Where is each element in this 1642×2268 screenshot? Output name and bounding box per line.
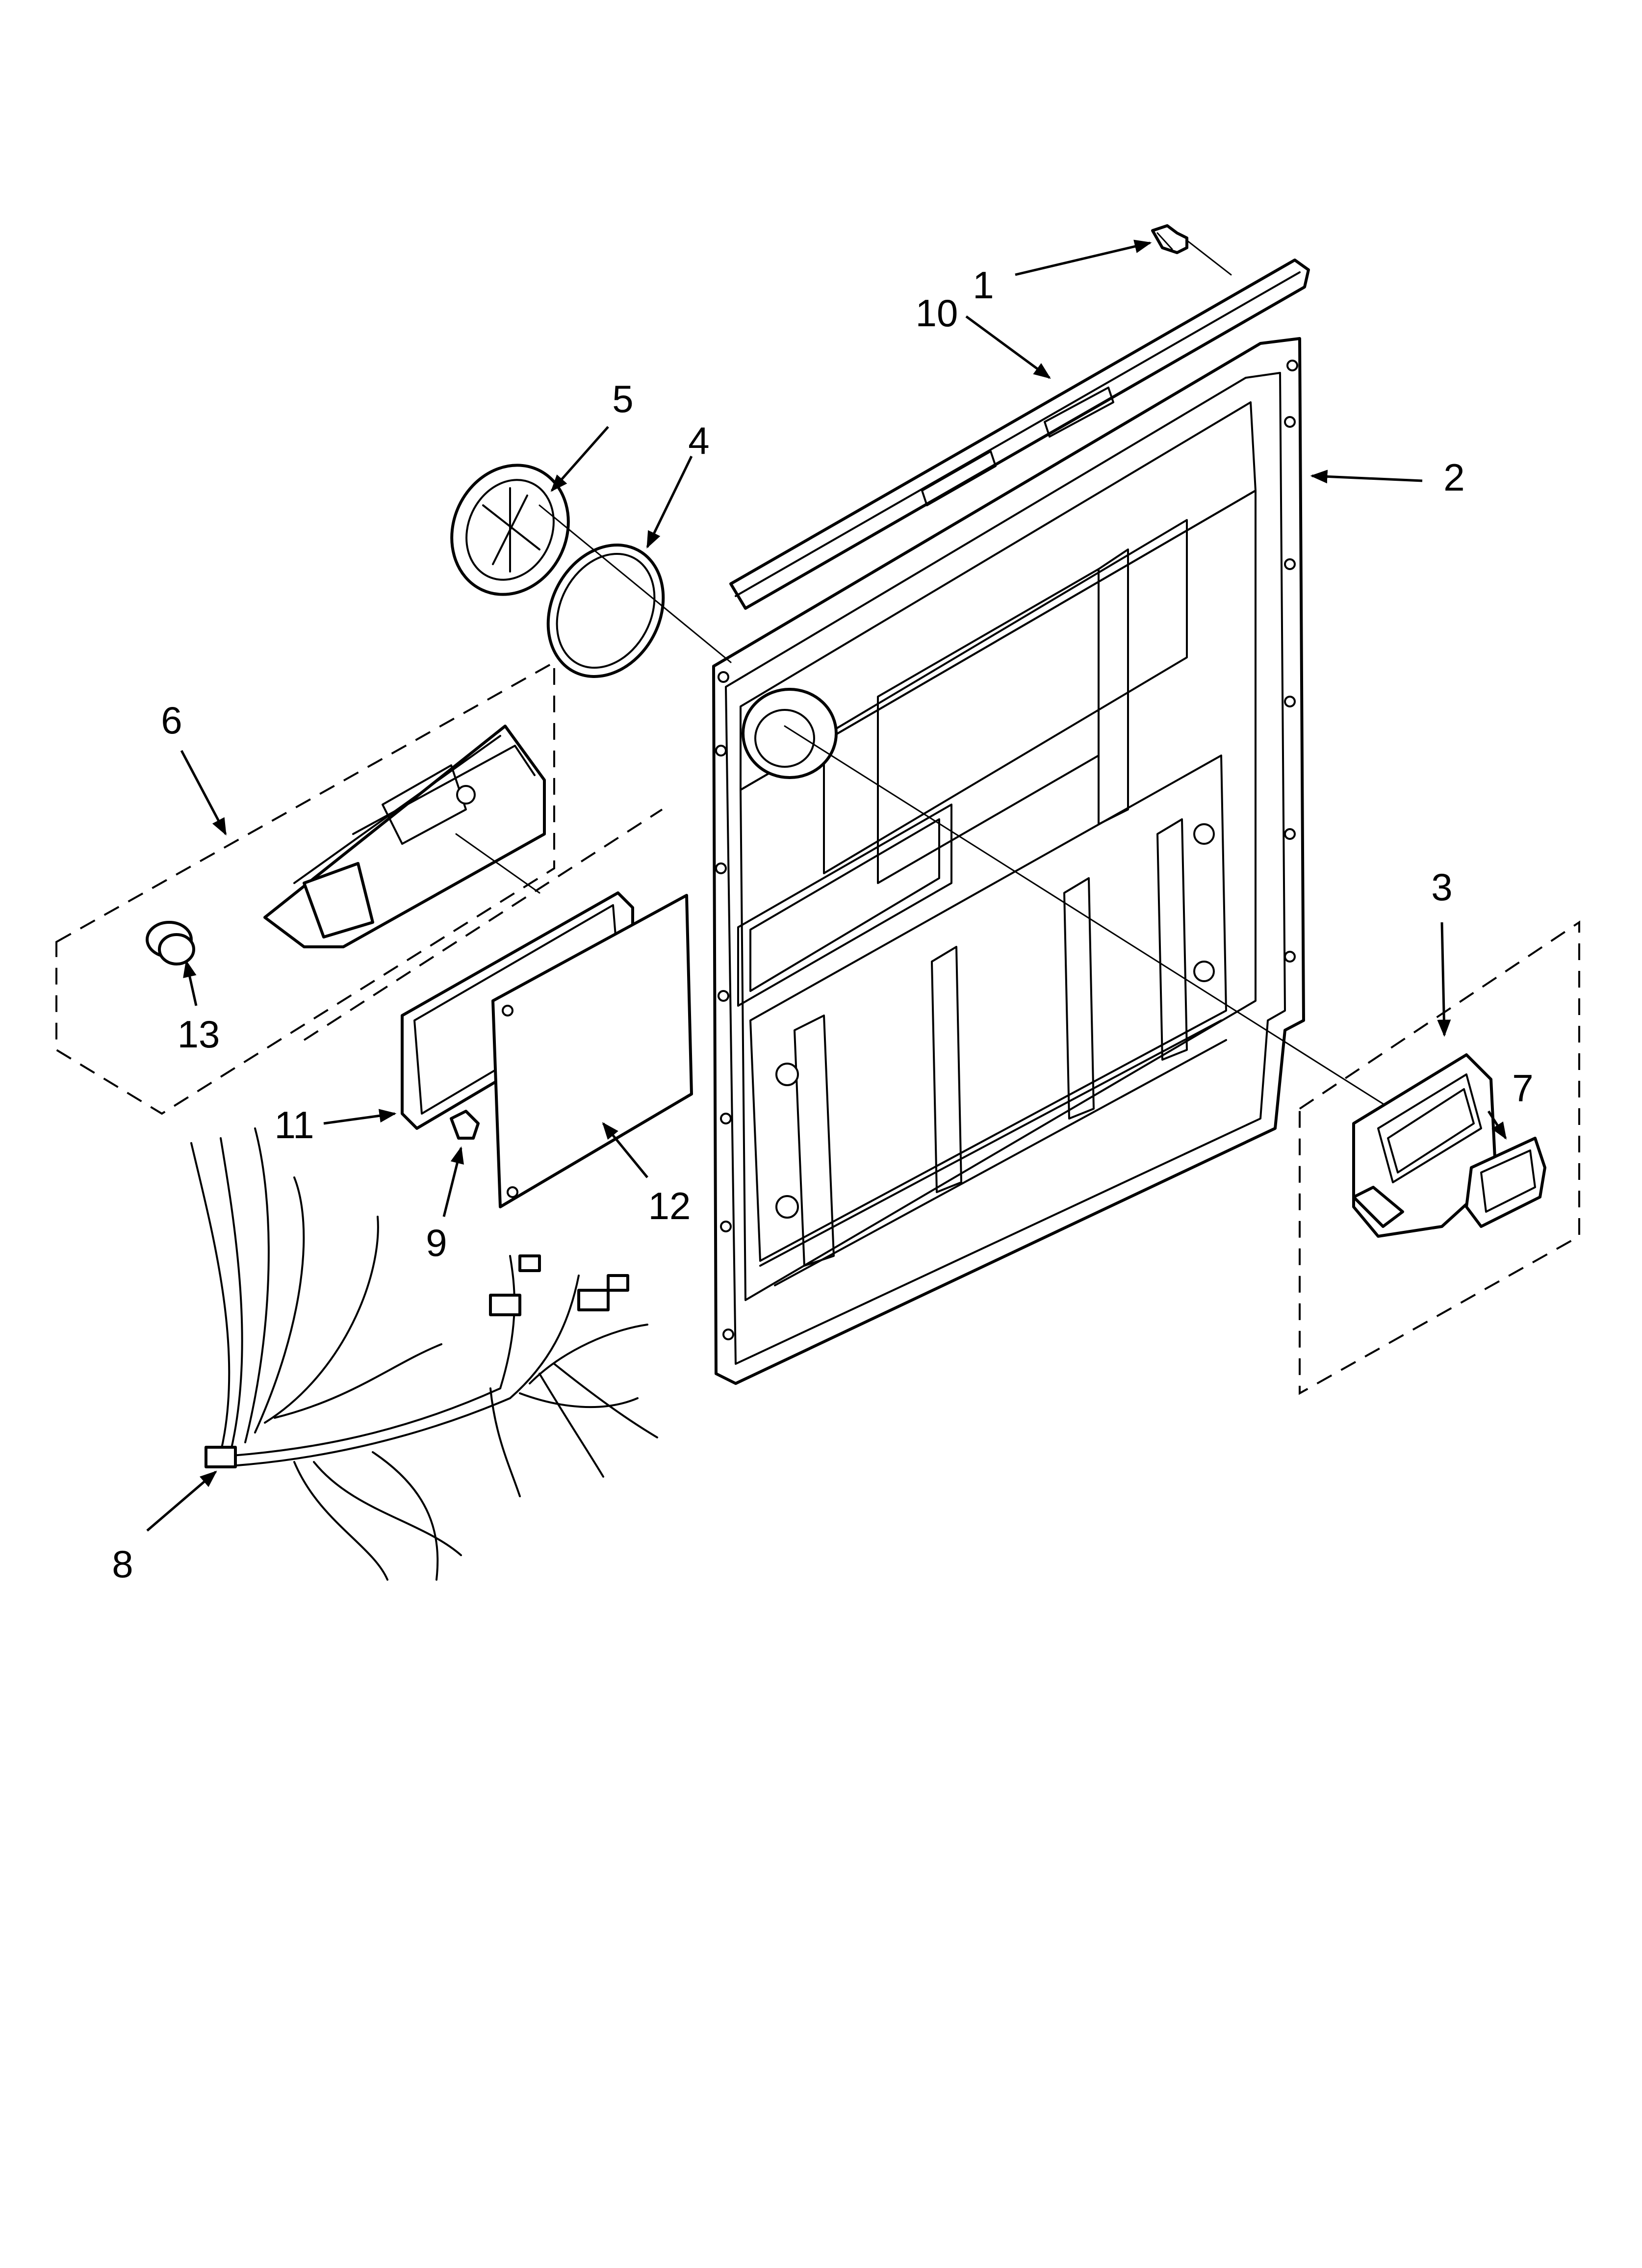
leader-9 [442,1146,464,1217]
callout-10: 10 [916,291,958,335]
fill-cap [146,921,195,965]
callout-8: 8 [112,1542,133,1586]
callout-2: 2 [1443,456,1464,499]
screw-part-1 [1151,224,1188,254]
leader-5 [550,426,609,492]
callout-5: 5 [612,377,633,420]
assembly-line-duct [784,725,1384,1105]
group-box-board [303,808,663,1041]
dispenser-assembly [263,725,546,948]
leader-12 [602,1122,648,1178]
group-box-6 [55,660,555,1115]
leader-3 [1437,922,1451,1037]
leader-7 [1487,1110,1507,1140]
leader-11 [323,1109,397,1125]
assembly-line-screw [1186,239,1232,276]
assembly-line-vent [539,504,732,663]
group-box-3 [1299,920,1580,1395]
leader-10 [965,315,1051,379]
callout-4: 4 [688,419,709,462]
assembly-line-dispenser [455,833,540,894]
wire-harness [190,1127,658,1581]
control-board [491,894,693,1208]
leader-6 [180,750,227,836]
vent-strip [729,259,1310,610]
callout-9: 9 [426,1221,447,1264]
vent-cap [450,464,570,596]
callout-1: 1 [973,263,994,307]
leader-4 [646,455,693,549]
callout-12: 12 [648,1184,691,1227]
callout-13: 13 [178,1013,220,1056]
callout-6: 6 [161,699,182,742]
callout-labels: 1 2 3 4 5 6 7 8 9 10 11 12 13 [112,263,1533,1586]
leader-8 [146,1470,217,1532]
inner-door-panel [712,337,1305,1385]
callout-11: 11 [275,1103,314,1147]
callout-7: 7 [1512,1067,1533,1110]
leader-13 [183,960,198,1006]
leader-1 [1015,239,1152,276]
leader-2 [1310,469,1423,484]
board-screw [450,1110,480,1140]
duct-gasket [1465,1137,1546,1228]
vent-gasket [546,544,665,678]
callout-3: 3 [1431,865,1452,909]
